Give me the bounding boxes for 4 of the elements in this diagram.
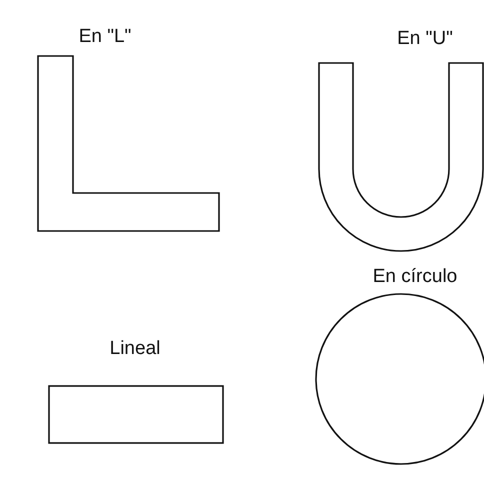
- shape-label: En "L": [78, 26, 132, 48]
- shape-label: En "U": [397, 28, 453, 50]
- shape-label: Lineal: [110, 338, 160, 360]
- shape-label: En círculo: [372, 266, 458, 288]
